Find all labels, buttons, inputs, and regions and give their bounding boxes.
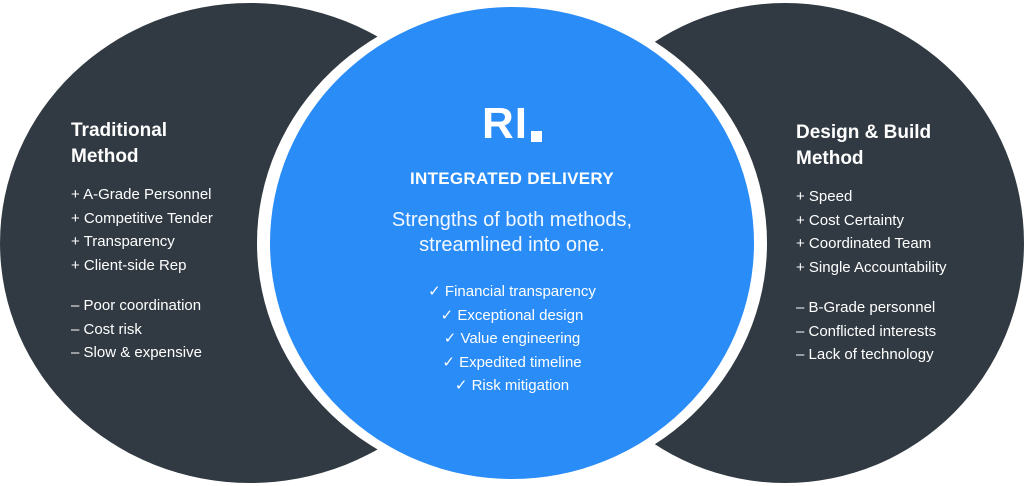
integrated-delivery-subtitle: Strengths of both methods, streamlined i… [300,208,724,258]
list-item: + Cost Certainty [796,211,904,229]
list-item: + Speed [796,188,853,205]
list-item: ✓ Risk mitigation [454,377,570,394]
traditional-cons-list: – Poor coordination – Cost risk – Slow &… [71,294,213,365]
logo-dot [531,131,542,142]
list-item: ✓ Value engineering [443,330,581,347]
list-item: – Poor coordination [71,296,202,314]
list-item: + Single Accountability [796,259,947,277]
title-line-2: Method [71,146,139,167]
list-item: + Coordinated Team [796,235,932,253]
list-item: + Client-side Rep [71,257,187,275]
list-item: – Cost risk [71,320,142,338]
title-line-1: Traditional [71,120,168,141]
list-item: ✓ Expedited timeline [442,353,582,371]
traditional-pros-list: + A-Grade Personnel + Competitive Tender… [71,183,213,278]
design-build-cons-list: – B-Grade personnel – Conflicted interes… [796,296,947,367]
logo-text: RI [482,99,528,148]
list-item: – Slow & expensive [71,344,202,362]
list-item: + Transparency [71,233,175,251]
list-item: – Lack of technology [796,346,934,364]
subtitle-line-2: streamlined into one. [419,234,605,256]
list-item: ✓ Exceptional design [440,306,584,324]
list-item: – Conflicted interests [796,322,937,340]
title-line-2: Method [796,148,864,169]
list-item: ✓ Financial transparency [428,283,596,300]
design-build-pros-list: + Speed + Cost Certainty + Coordinated T… [796,185,947,280]
integrated-delivery-title: INTEGRATED DELIVERY [409,169,615,188]
integrated-delivery-panel: RI INTEGRATED DELIVERY Strengths of both… [300,102,724,398]
benefits-list: ✓ Financial transparency ✓ Exceptional d… [300,280,724,398]
ri-logo: RI [482,102,542,146]
subtitle-line-1: Strengths of both methods, [391,209,633,231]
list-item: + A-Grade Personnel [71,186,212,203]
title-line-1: Design & Build [796,122,932,143]
list-item: + Competitive Tender [71,209,213,227]
integrated-delivery-circle [270,7,754,479]
list-item: – B-Grade personnel [796,298,936,316]
